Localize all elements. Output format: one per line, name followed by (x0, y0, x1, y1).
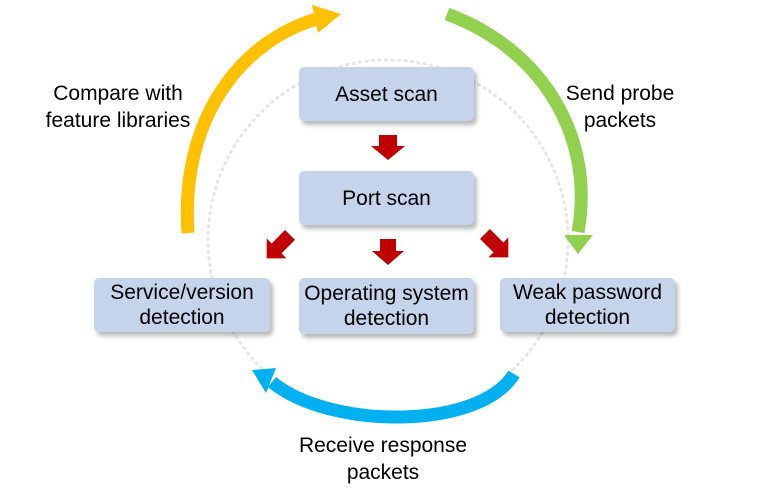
weak-password-detection-box: Weak password detection (500, 278, 675, 332)
compare-feature-libraries-label: Compare with feature libraries (45, 82, 191, 132)
send-probe-packets-label: Send probe packets (565, 82, 675, 132)
flow-arrow-port-to-os (372, 239, 404, 265)
asset-scan-label: Asset scan (335, 82, 438, 106)
os-detection-label: Operating system detection (304, 282, 469, 330)
asset-scan-box: Asset scan (299, 67, 474, 121)
receive-response-packets-label: Receive response packets (298, 434, 468, 484)
service-version-detection-label: Service/version detection (110, 281, 254, 329)
weak-password-detection-label: Weak password detection (512, 281, 662, 329)
port-scan-label: Port scan (342, 186, 431, 210)
flow-arrow-asset-to-port (371, 135, 405, 160)
receive-cycle-arrow (252, 368, 520, 424)
flow-arrow-port-to-service (266, 230, 295, 259)
send-cycle-arrow (444, 7, 593, 254)
port-scan-box: Port scan (299, 171, 474, 225)
flow-arrow-port-to-weak-password (480, 229, 509, 258)
compare-cycle-arrow (180, 5, 341, 234)
os-detection-box: Operating system detection (299, 278, 474, 334)
service-version-detection-box: Service/version detection (94, 278, 270, 332)
